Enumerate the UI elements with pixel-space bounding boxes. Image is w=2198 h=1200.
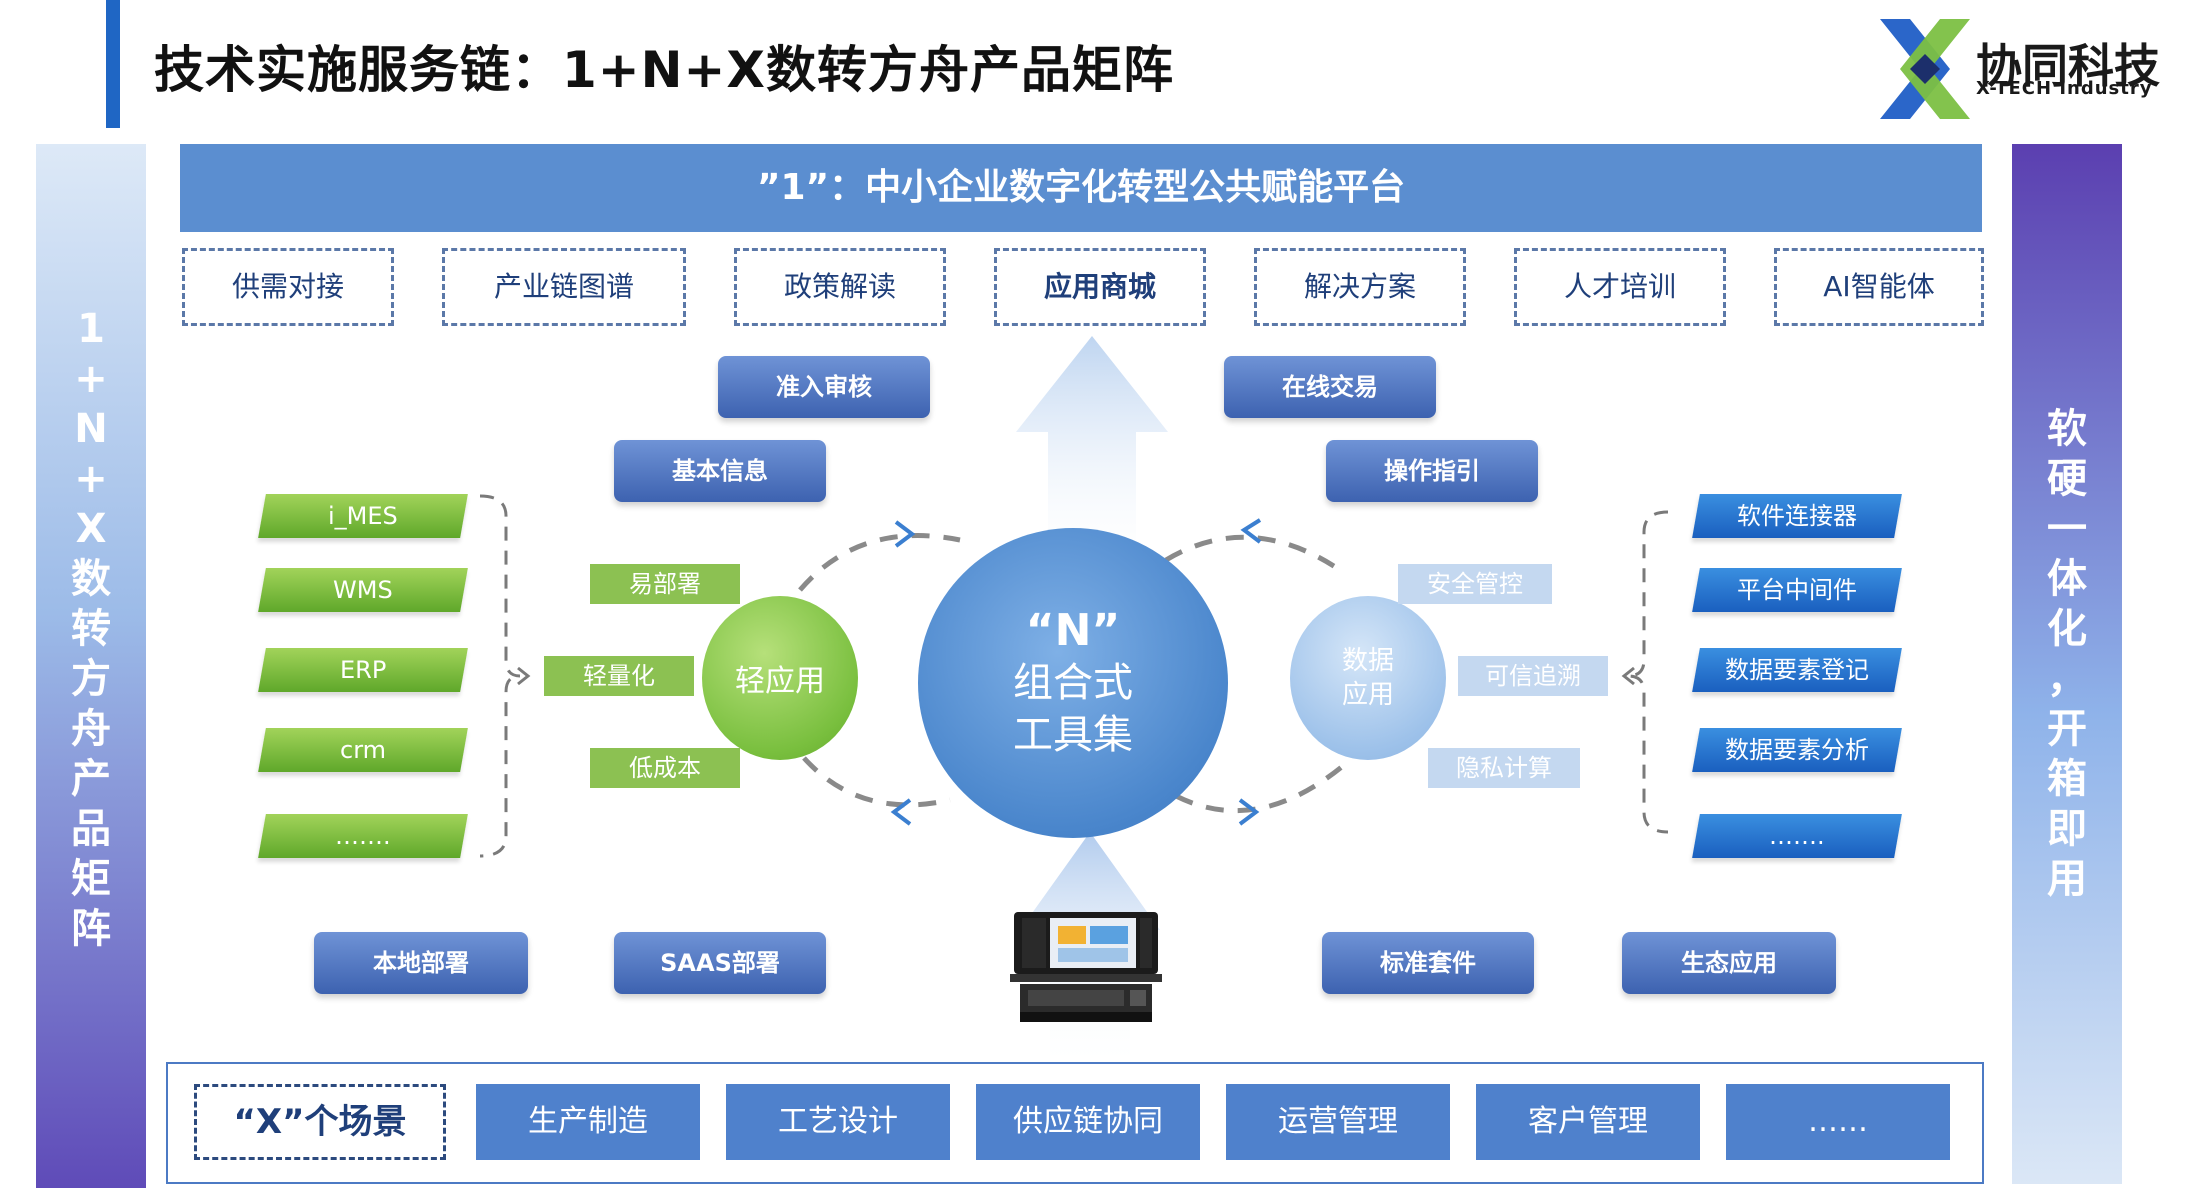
ecosystem-app-pill[interactable]: 生态应用 [1622, 932, 1836, 994]
left-side-char: 阵 [71, 906, 111, 952]
func-industry-chain-map[interactable]: 产业链图谱 [442, 248, 686, 326]
data-app-circle: 数据 应用 [1290, 596, 1446, 760]
right-side-char: 一 [2047, 506, 2087, 552]
left-side-char: X [75, 506, 107, 552]
data-app-element-registration[interactable]: 数据要素登记 [1692, 648, 1902, 692]
right-side-char: 体 [2047, 556, 2087, 602]
online-trade-pill[interactable]: 在线交易 [1224, 356, 1436, 418]
left-side-char: 产 [71, 756, 111, 802]
right-side-char: ， [2047, 656, 2087, 702]
scenarios-frame [166, 1062, 1984, 1184]
feature-trusted-trace: 可信追溯 [1458, 656, 1608, 696]
saas-deploy-pill[interactable]: SAAS部署 [614, 932, 826, 994]
left-side-char: 方 [71, 656, 111, 702]
light-app-more[interactable]: ……. [258, 814, 468, 858]
combo-toolset-circle: “N” 组合式 工具集 [918, 528, 1228, 838]
scenario-production[interactable]: 生产制造 [476, 1084, 700, 1160]
title-accent-bar [106, 0, 120, 128]
platform-banner: ”1”：中小企业数字化转型公共赋能平台 [180, 144, 1982, 232]
data-app-platform-middleware[interactable]: 平台中间件 [1692, 568, 1902, 612]
right-side-char: 箱 [2047, 756, 2087, 802]
func-solutions[interactable]: 解决方案 [1254, 248, 1466, 326]
scenario-customer-mgmt[interactable]: 客户管理 [1476, 1084, 1700, 1160]
feature-easy-deploy: 易部署 [590, 564, 740, 604]
light-app-circle: 轻应用 [702, 596, 858, 760]
right-side-char: 软 [2047, 406, 2087, 452]
left-side-char: N [74, 406, 108, 452]
logo-name-cn: 协同科技 [1976, 39, 2160, 93]
light-app-wms[interactable]: WMS [258, 568, 468, 612]
light-app-crm[interactable]: crm [258, 728, 468, 772]
industrial-computer-image [1010, 912, 1162, 1022]
admission-review-pill[interactable]: 准入审核 [718, 356, 930, 418]
right-side-char: 开 [2047, 706, 2087, 752]
standard-suite-pill[interactable]: 标准套件 [1322, 932, 1534, 994]
light-app-erp[interactable]: ERP [258, 648, 468, 692]
scenario-more[interactable]: …… [1726, 1084, 1950, 1160]
local-deploy-pill[interactable]: 本地部署 [314, 932, 528, 994]
left-side-char: 品 [71, 806, 111, 852]
operation-guide-pill[interactable]: 操作指引 [1326, 440, 1538, 502]
right-side-char: 化 [2047, 606, 2087, 652]
data-app-more[interactable]: ……. [1692, 814, 1902, 858]
right-vertical-banner: 软硬一体化，开箱即用 [2012, 144, 2122, 1184]
func-app-store[interactable]: 应用商城 [994, 248, 1206, 326]
func-ai-agent[interactable]: AI智能体 [1774, 248, 1984, 326]
basic-info-pill[interactable]: 基本信息 [614, 440, 826, 502]
right-side-char: 硬 [2047, 456, 2087, 502]
feature-privacy-computing: 隐私计算 [1428, 748, 1580, 788]
scenario-operations[interactable]: 运营管理 [1226, 1084, 1450, 1160]
scenarios-title: “X”个场景 [194, 1084, 446, 1160]
data-app-software-connector[interactable]: 软件连接器 [1692, 494, 1902, 538]
left-side-char: 矩 [71, 856, 111, 902]
light-app-imes[interactable]: i_MES [258, 494, 468, 538]
left-side-char: 转 [71, 606, 111, 652]
data-app-element-analysis[interactable]: 数据要素分析 [1692, 728, 1902, 772]
x-tech-logo [1880, 19, 1970, 119]
left-side-char: 1 [77, 306, 105, 352]
page-title: 技术实施服务链：1+N+X数转方舟产品矩阵 [154, 41, 1174, 99]
scenario-process-design[interactable]: 工艺设计 [726, 1084, 950, 1160]
left-side-char: 舟 [71, 706, 111, 752]
feature-lightweight: 轻量化 [544, 656, 694, 696]
left-side-char: + [74, 456, 108, 502]
logo-name-en: X-TECH Industry [1976, 78, 2153, 99]
left-side-char: 数 [71, 556, 111, 602]
feature-security-control: 安全管控 [1398, 564, 1552, 604]
func-policy-interpretation[interactable]: 政策解读 [734, 248, 946, 326]
func-supply-demand[interactable]: 供需对接 [182, 248, 394, 326]
scenario-supply-chain[interactable]: 供应链协同 [976, 1084, 1200, 1160]
right-side-char: 用 [2047, 856, 2087, 902]
feature-low-cost: 低成本 [590, 748, 740, 788]
right-side-char: 即 [2047, 806, 2087, 852]
left-side-char: + [74, 356, 108, 402]
func-talent-training[interactable]: 人才培训 [1514, 248, 1726, 326]
